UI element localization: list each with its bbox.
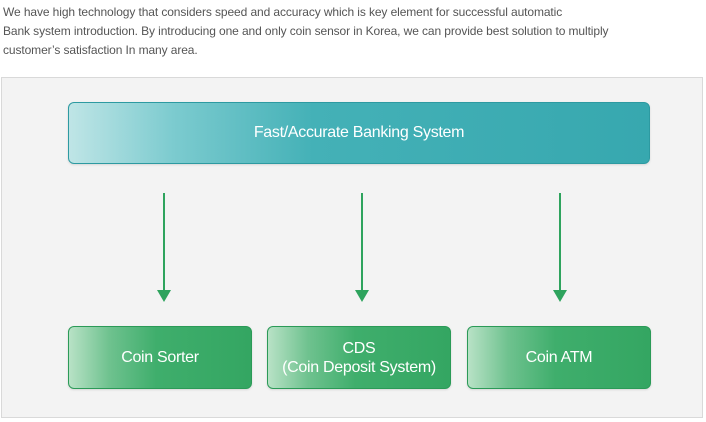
coin-sorter-box: Coin Sorter [68,326,252,389]
intro-paragraph: We have high technology that considers s… [3,3,693,60]
coin-atm-box: Coin ATM [467,326,651,389]
intro-line-2: Bank system introduction. By introducing… [3,24,609,38]
intro-line-3: customer’s satisfaction In many area. [3,43,198,57]
coin-sorter-label: Coin Sorter [121,349,199,366]
intro-line-1: We have high technology that considers s… [3,5,563,19]
cds-label: CDS [342,339,376,357]
banking-system-label: Fast/Accurate Banking System [253,124,465,141]
banking-system-box: Fast/Accurate Banking System [68,102,650,164]
cds-box: CDS (Coin Deposit System) [267,326,451,389]
cds-sublabel: (Coin Deposit System) [282,358,436,376]
coin-atm-label: Coin ATM [525,349,593,366]
